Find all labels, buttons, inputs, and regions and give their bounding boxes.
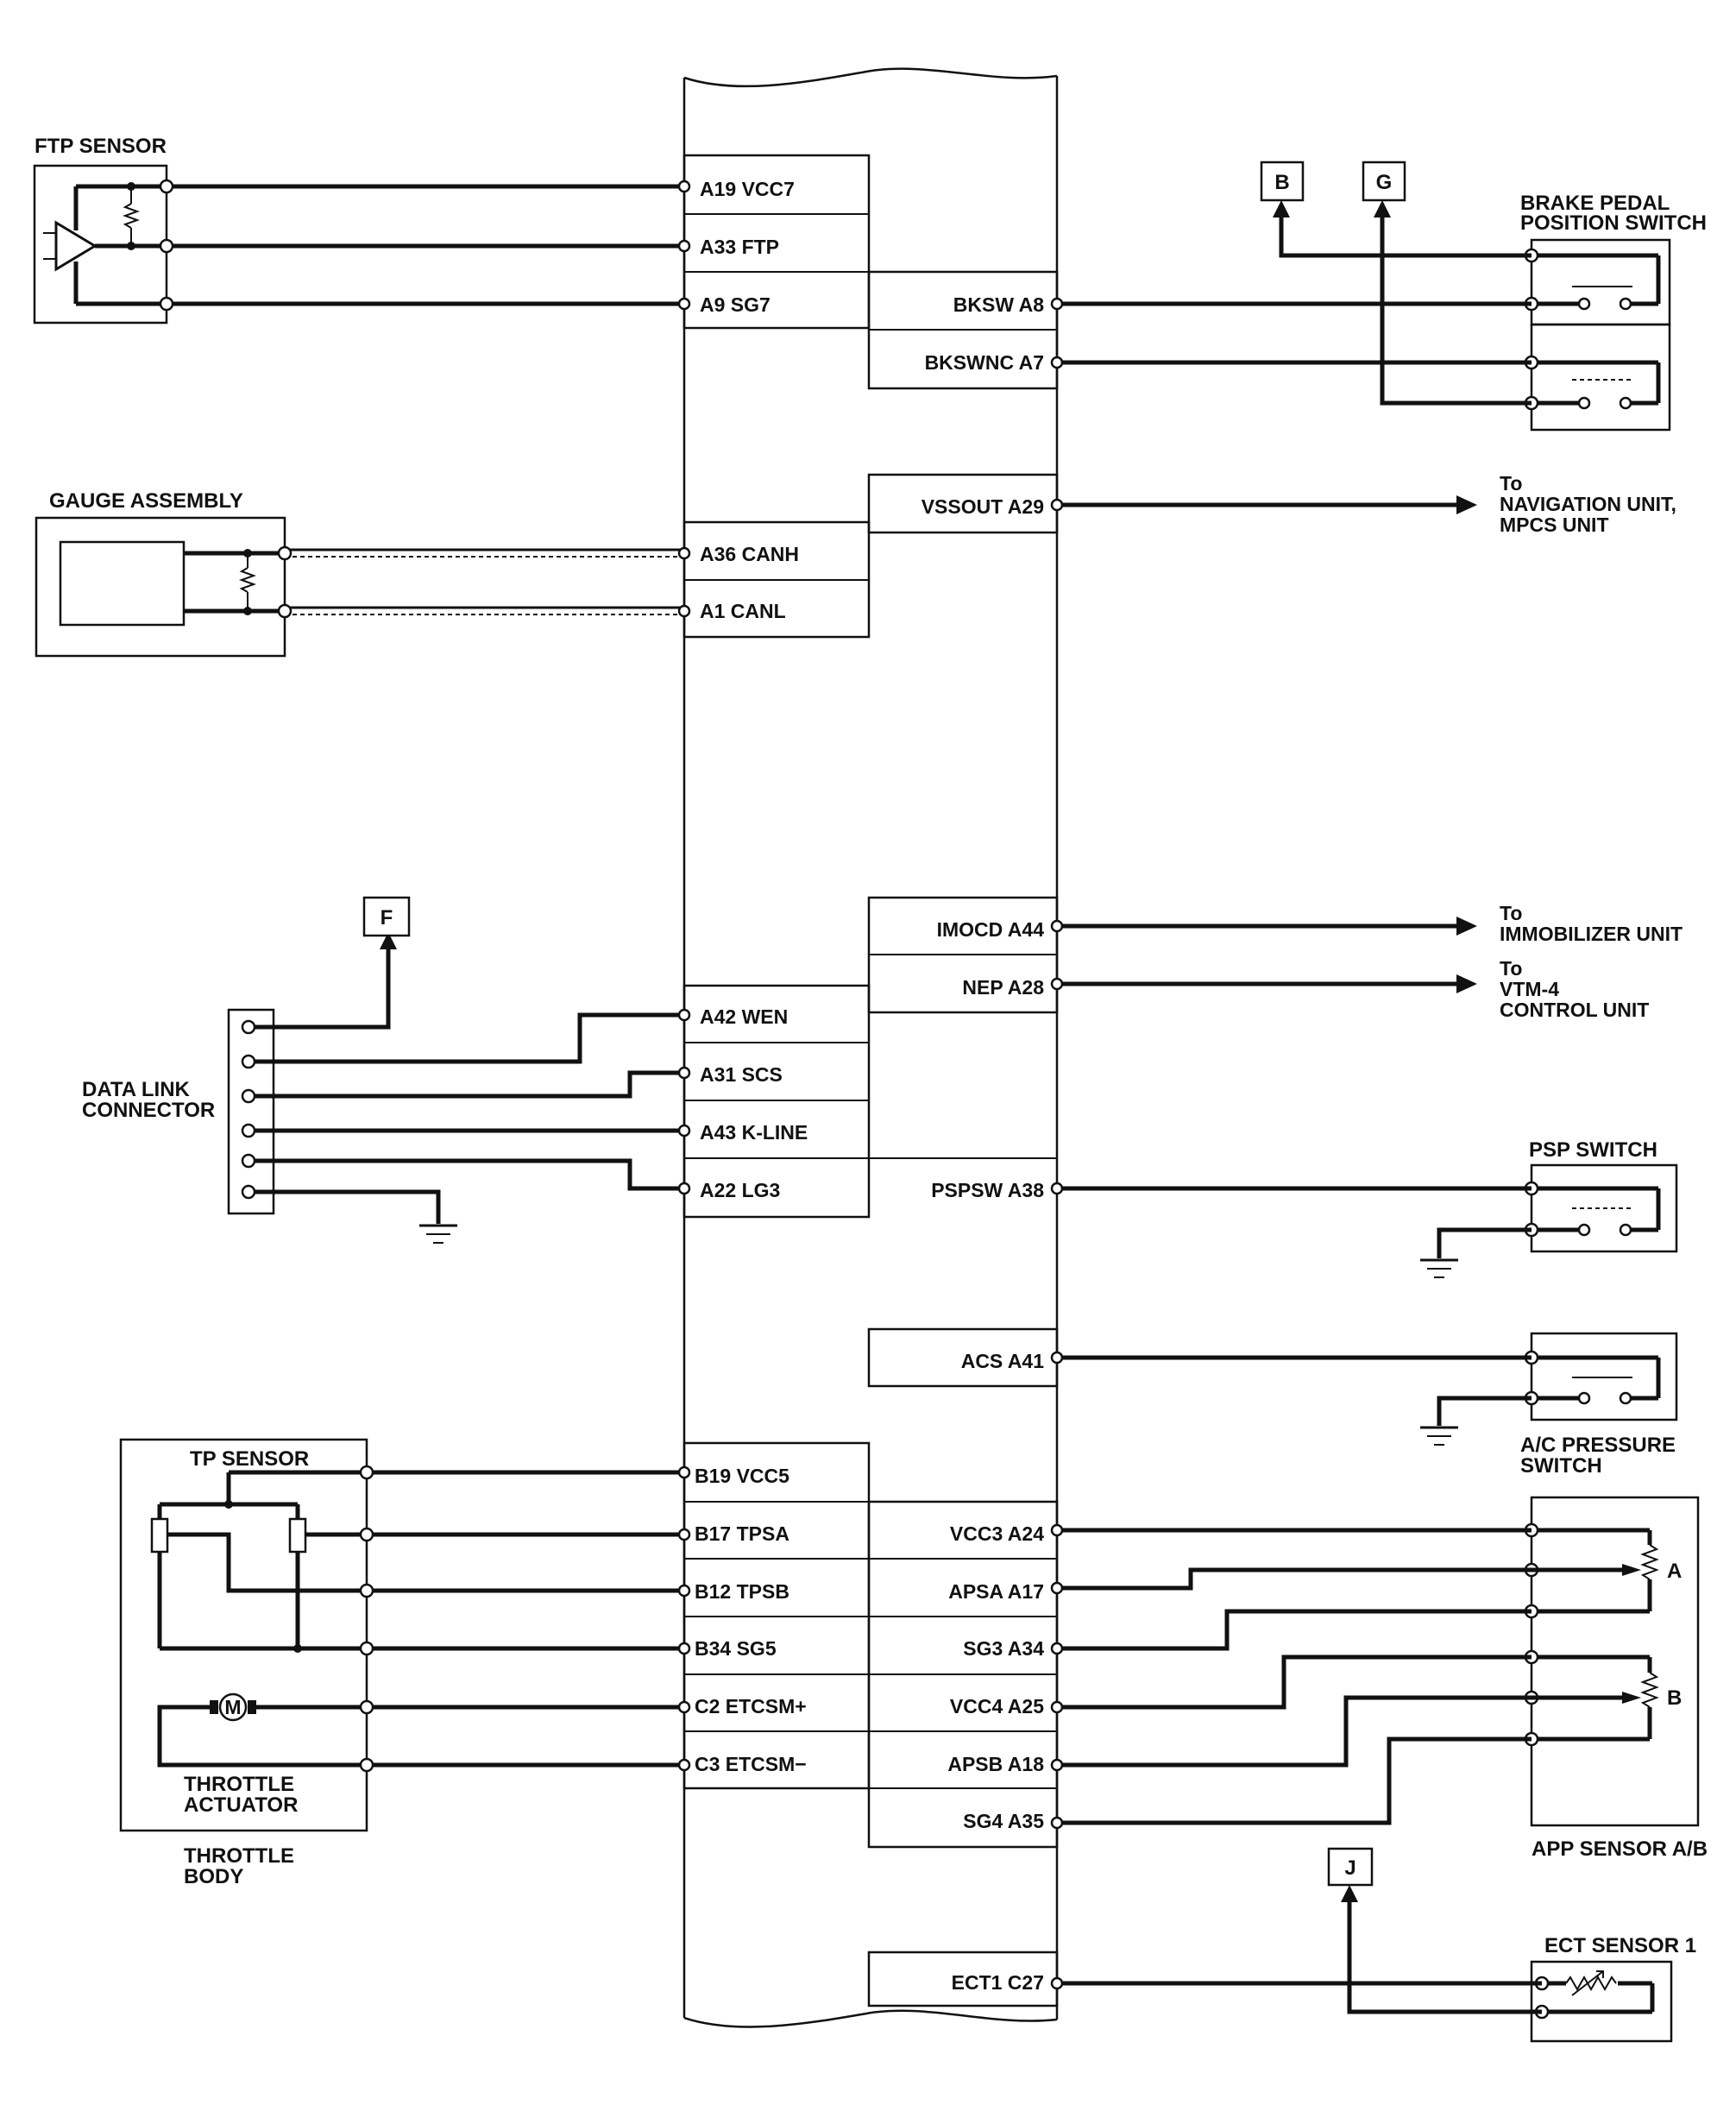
pin-a33-ftp: A33 FTP — [700, 236, 779, 258]
motor-symbol: M — [224, 1696, 241, 1718]
ftp-wires — [159, 179, 691, 312]
app-b-label: B — [1667, 1686, 1682, 1710]
ecm-right-pin-cells — [867, 270, 1059, 2007]
ac-switch-label-1: A/C PRESSURE — [1520, 1434, 1676, 1457]
pin-apsa-a17: APSA A17 — [948, 1580, 1044, 1603]
gauge-assembly-label: GAUGE ASSEMBLY — [49, 489, 243, 513]
pin-acs-a41: ACS A41 — [961, 1350, 1044, 1372]
pin-imocd-a44: IMOCD A44 — [937, 918, 1045, 941]
brake-wires — [1050, 200, 1532, 406]
pin-a1-canl: A1 CANL — [700, 600, 786, 622]
pin-a36-canh: A36 CANH — [700, 543, 799, 565]
throttle-body: TP SENSOR THROTTLE ACTUATOR THROTTLE BOD… — [119, 1438, 368, 1888]
connector-b: B — [1260, 161, 1305, 202]
pin-sg4-a35: SG4 A35 — [963, 1810, 1044, 1832]
pin-c3-etcsm-minus: C3 ETCSM− — [695, 1753, 807, 1775]
brake-switch-label-1: BRAKE PEDAL — [1520, 192, 1670, 215]
nav-line-1: NAVIGATION UNIT, — [1500, 493, 1676, 515]
ect-sensor: ECT SENSOR 1 — [1530, 1934, 1696, 2043]
pin-bksw-a8: BKSW A8 — [953, 293, 1044, 316]
throttle-actuator-label-2: ACTUATOR — [184, 1793, 298, 1817]
connector-j: J — [1327, 1847, 1374, 1887]
connector-g: G — [1362, 161, 1406, 202]
can-bus-wires — [277, 545, 691, 619]
ecm-left-pin-labels: A19 VCC7 A33 FTP A9 SG7 A36 CANH A1 CANL… — [695, 178, 808, 1775]
app-sensor: APP SENSOR A/B A B — [1524, 1496, 1708, 1861]
ac-pressure-switch: A/C PRESSURE SWITCH — [1520, 1332, 1678, 1478]
throttle-body-label-1: THROTTLE — [184, 1844, 294, 1868]
pin-b17-tpsa: B17 TPSA — [695, 1522, 789, 1545]
immo-to: To — [1500, 902, 1522, 924]
app-sensor-label: APP SENSOR A/B — [1532, 1837, 1708, 1861]
imocd-wire: To IMMOBILIZER UNIT — [1050, 902, 1683, 945]
nav-line-2: MPCS UNIT — [1500, 514, 1609, 536]
vssout-wire: To NAVIGATION UNIT, MPCS UNIT — [1050, 472, 1676, 536]
pin-pspsw-a38: PSPSW A38 — [931, 1179, 1044, 1201]
dlc-wires — [255, 932, 691, 1244]
pin-a31-scs: A31 SCS — [700, 1063, 783, 1086]
pin-b19-vcc5: B19 VCC5 — [695, 1465, 789, 1487]
pin-a43-kline: A43 K-LINE — [700, 1121, 808, 1144]
pin-b12-tpsb: B12 TPSB — [695, 1580, 789, 1603]
vtm4-line-2: CONTROL UNIT — [1500, 999, 1649, 1021]
pin-vcc4-a25: VCC4 A25 — [950, 1695, 1044, 1717]
ftp-sensor-label: FTP SENSOR — [35, 135, 167, 158]
connector-b-label: B — [1274, 171, 1289, 194]
ecm-right-pin-labels: BKSW A8 BKSWNC A7 VSSOUT A29 IMOCD A44 N… — [921, 293, 1045, 1994]
immo-line-1: IMMOBILIZER UNIT — [1500, 923, 1683, 945]
dlc-label-1: DATA LINK — [82, 1078, 191, 1101]
pin-b34-sg5: B34 SG5 — [695, 1637, 777, 1660]
pin-a9-sg7: A9 SG7 — [700, 293, 771, 316]
pin-nep-a28: NEP A28 — [962, 976, 1044, 999]
pin-vcc3-a24: VCC3 A24 — [950, 1522, 1044, 1545]
ac-switch-label-2: SWITCH — [1520, 1454, 1602, 1478]
brake-switch-label-2: POSITION SWITCH — [1520, 211, 1707, 235]
acs-wires — [1050, 1351, 1532, 1446]
psp-wires — [1050, 1182, 1532, 1278]
psp-switch: PSP SWITCH — [1524, 1138, 1678, 1253]
connector-g-label: G — [1376, 171, 1393, 194]
nav-to: To — [1500, 472, 1522, 495]
gauge-assembly: GAUGE ASSEMBLY — [35, 489, 286, 658]
nep-wire: To VTM-4 CONTROL UNIT — [1050, 957, 1649, 1021]
pin-apsb-a18: APSB A18 — [947, 1753, 1044, 1775]
connector-f-label: F — [381, 906, 393, 930]
throttle-wires — [359, 1465, 691, 1773]
pin-c2-etcsm-plus: C2 ETCSM+ — [695, 1695, 807, 1717]
app-wires — [1050, 1523, 1622, 1830]
data-link-connector: DATA LINK CONNECTOR — [82, 1008, 275, 1215]
pin-a19-vcc7: A19 VCC7 — [700, 178, 795, 200]
vtm4-line-1: VTM-4 — [1500, 978, 1559, 1000]
ect-wires — [1050, 1885, 1542, 2014]
throttle-body-label-2: BODY — [184, 1865, 243, 1888]
connector-f: F — [362, 896, 411, 937]
dlc-label-2: CONNECTOR — [82, 1099, 215, 1122]
connector-j-label: J — [1344, 1856, 1355, 1880]
brake-pedal-switch: BRAKE PEDAL POSITION SWITCH — [1520, 192, 1707, 432]
ect-sensor-label: ECT SENSOR 1 — [1544, 1934, 1696, 1957]
vtm4-to: To — [1500, 957, 1522, 980]
pin-a42-wen: A42 WEN — [700, 1005, 788, 1028]
ftp-sensor: FTP SENSOR — [33, 135, 168, 325]
pin-sg3-a34: SG3 A34 — [963, 1637, 1044, 1660]
tp-sensor-label: TP SENSOR — [190, 1447, 309, 1471]
pin-a22-lg3: A22 LG3 — [700, 1179, 780, 1201]
pin-vssout-a29: VSSOUT A29 — [921, 495, 1044, 518]
psp-switch-label: PSP SWITCH — [1529, 1138, 1657, 1162]
throttle-actuator-label-1: THROTTLE — [184, 1773, 294, 1796]
app-a-label: A — [1667, 1560, 1682, 1583]
pin-bkswnc-a7: BKSWNC A7 — [925, 351, 1044, 374]
pin-ect1-c27: ECT1 C27 — [952, 1971, 1044, 1994]
